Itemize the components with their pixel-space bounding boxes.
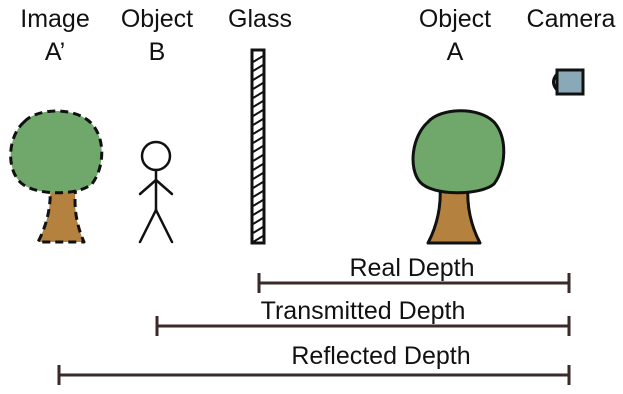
glass-hatch-line	[252, 235, 264, 243]
glass-hatch-line	[252, 73, 264, 81]
label-object-a-line2: A	[447, 38, 464, 66]
tree-icon	[411, 109, 506, 245]
glass-hatch-line	[252, 64, 264, 72]
label-camera: Camera	[527, 5, 616, 33]
reflected-tree-icon	[9, 109, 104, 244]
real-depth-line	[257, 273, 571, 293]
glass-hatch-line	[252, 127, 264, 135]
label-glass: Glass	[228, 5, 292, 33]
glass-hatch-line	[252, 163, 264, 171]
label-object-b-line1: Object	[121, 5, 193, 33]
glass-hatch-line	[252, 172, 264, 180]
label-object-a-line1: Object	[419, 5, 491, 33]
glass-hatch-line	[252, 91, 264, 99]
glass-hatch-line	[252, 181, 264, 189]
glass-hatch-line	[252, 217, 264, 225]
glass-hatch-line	[252, 82, 264, 90]
glass-hatch-line	[252, 145, 264, 153]
transmitted-depth-line	[155, 316, 571, 336]
glass-hatch-line	[252, 55, 264, 63]
real-depth-label: Real Depth	[349, 254, 474, 282]
reflected-depth-line	[57, 365, 571, 385]
label-image-line2: A’	[45, 38, 65, 66]
person-stick-figure-icon	[138, 140, 174, 244]
glass-hatch-line	[252, 154, 264, 162]
glass-hatch-line	[252, 109, 264, 117]
label-object-b-line2: B	[149, 38, 166, 66]
glass-hatch-line	[252, 100, 264, 108]
glass-pane	[250, 48, 266, 245]
glass-hatch-line	[252, 190, 264, 198]
transmitted-depth-label: Transmitted Depth	[261, 297, 466, 325]
reflected-depth-label: Reflected Depth	[291, 342, 470, 370]
label-image-line1: Image	[20, 5, 89, 33]
glass-hatch-line	[252, 199, 264, 207]
camera-icon	[552, 68, 585, 96]
glass-hatch-line	[252, 136, 264, 144]
glass-hatch-line	[252, 118, 264, 126]
glass-hatch-line	[252, 208, 264, 216]
glass-hatch-line	[252, 226, 264, 234]
